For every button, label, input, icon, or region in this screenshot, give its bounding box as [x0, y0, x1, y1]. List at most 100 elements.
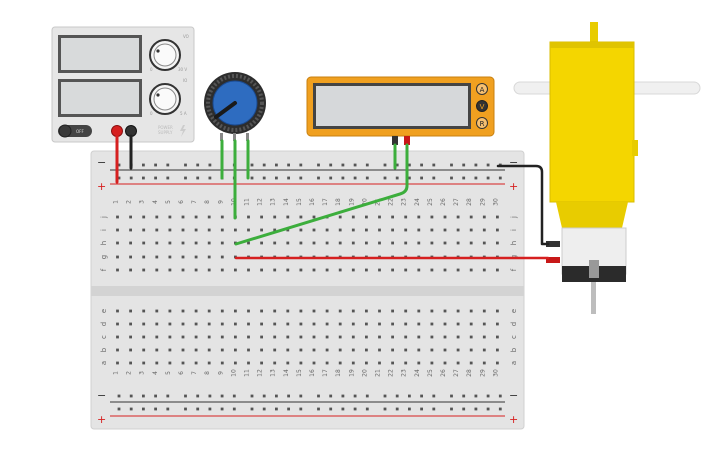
- rail-hole[interactable]: [498, 394, 502, 398]
- terminal-hole[interactable]: [247, 335, 250, 339]
- rail-hole[interactable]: [432, 163, 436, 167]
- rail-hole[interactable]: [250, 394, 254, 398]
- terminal-hole[interactable]: [417, 241, 421, 245]
- terminal-hole[interactable]: [194, 215, 198, 219]
- rail-hole[interactable]: [408, 394, 411, 398]
- terminal-hole[interactable]: [351, 241, 355, 245]
- terminal-hole[interactable]: [142, 241, 146, 245]
- rail-hole[interactable]: [208, 394, 212, 398]
- terminal-hole[interactable]: [391, 228, 394, 232]
- rail-hole[interactable]: [287, 163, 290, 167]
- terminal-hole[interactable]: [142, 335, 146, 339]
- terminal-hole[interactable]: [417, 335, 421, 339]
- rail-hole[interactable]: [420, 176, 423, 180]
- rail-hole[interactable]: [365, 407, 369, 411]
- terminal-hole[interactable]: [430, 361, 434, 365]
- terminal-hole[interactable]: [220, 335, 224, 339]
- rail-hole[interactable]: [486, 176, 490, 180]
- terminal-hole[interactable]: [496, 322, 499, 326]
- terminal-hole[interactable]: [496, 215, 499, 219]
- rail-hole[interactable]: [275, 163, 278, 167]
- terminal-hole[interactable]: [404, 335, 408, 339]
- terminal-hole[interactable]: [496, 335, 499, 339]
- rail-hole[interactable]: [474, 163, 478, 167]
- terminal-hole[interactable]: [378, 335, 381, 339]
- rail-hole[interactable]: [262, 176, 266, 180]
- rail-hole[interactable]: [408, 407, 411, 411]
- terminal-hole[interactable]: [391, 268, 394, 272]
- rail-hole[interactable]: [250, 163, 254, 167]
- terminal-hole[interactable]: [443, 335, 447, 339]
- terminal-hole[interactable]: [155, 322, 159, 326]
- terminal-hole[interactable]: [260, 241, 263, 245]
- terminal-hole[interactable]: [142, 268, 146, 272]
- rail-hole[interactable]: [317, 407, 320, 411]
- rail-hole[interactable]: [117, 176, 121, 180]
- rail-hole[interactable]: [450, 394, 453, 398]
- terminal-hole[interactable]: [456, 215, 460, 219]
- terminal-hole[interactable]: [325, 268, 329, 272]
- terminal-hole[interactable]: [456, 361, 460, 365]
- terminal-hole[interactable]: [155, 348, 159, 352]
- terminal-hole[interactable]: [142, 215, 146, 219]
- potentiometer[interactable]: [204, 72, 266, 141]
- terminal-hole[interactable]: [325, 309, 329, 313]
- terminal-hole[interactable]: [207, 322, 211, 326]
- terminal-hole[interactable]: [129, 268, 132, 272]
- terminal-hole[interactable]: [129, 309, 132, 313]
- terminal-hole[interactable]: [378, 322, 381, 326]
- rail-hole[interactable]: [166, 163, 170, 167]
- terminal-hole[interactable]: [312, 268, 316, 272]
- rail-hole[interactable]: [184, 176, 187, 180]
- terminal-hole[interactable]: [155, 255, 159, 259]
- terminal-hole[interactable]: [168, 268, 172, 272]
- terminal-hole[interactable]: [443, 361, 447, 365]
- terminal-hole[interactable]: [312, 215, 316, 219]
- terminal-hole[interactable]: [338, 215, 342, 219]
- terminal-hole[interactable]: [247, 309, 250, 313]
- terminal-hole[interactable]: [351, 309, 355, 313]
- mode-ohmmeter[interactable]: R: [476, 117, 488, 129]
- terminal-hole[interactable]: [181, 361, 185, 365]
- terminal-hole[interactable]: [286, 215, 290, 219]
- terminal-hole[interactable]: [220, 348, 224, 352]
- terminal-hole[interactable]: [482, 322, 486, 326]
- terminal-hole[interactable]: [220, 241, 224, 245]
- terminal-hole[interactable]: [234, 228, 237, 232]
- terminal-hole[interactable]: [207, 228, 211, 232]
- rail-hole[interactable]: [129, 407, 133, 411]
- terminal-hole[interactable]: [207, 309, 211, 313]
- terminal-hole[interactable]: [378, 268, 381, 272]
- terminal-hole[interactable]: [168, 348, 172, 352]
- terminal-hole[interactable]: [365, 348, 368, 352]
- terminal-hole[interactable]: [247, 228, 250, 232]
- terminal-hole[interactable]: [116, 361, 119, 365]
- rail-hole[interactable]: [341, 407, 345, 411]
- rail-hole[interactable]: [341, 163, 345, 167]
- terminal-hole[interactable]: [299, 348, 303, 352]
- terminal-hole[interactable]: [496, 241, 499, 245]
- terminal-hole[interactable]: [142, 322, 146, 326]
- terminal-hole[interactable]: [312, 361, 316, 365]
- terminal-hole[interactable]: [168, 309, 172, 313]
- rail-hole[interactable]: [498, 407, 502, 411]
- terminal-hole[interactable]: [299, 335, 303, 339]
- terminal-hole[interactable]: [430, 348, 434, 352]
- rail-hole[interactable]: [166, 407, 170, 411]
- terminal-hole[interactable]: [260, 228, 263, 232]
- terminal-hole[interactable]: [155, 335, 159, 339]
- terminal-hole[interactable]: [168, 228, 172, 232]
- terminal-hole[interactable]: [142, 361, 146, 365]
- terminal-hole[interactable]: [417, 361, 421, 365]
- terminal-hole[interactable]: [273, 228, 277, 232]
- terminal-hole[interactable]: [220, 255, 224, 259]
- rail-hole[interactable]: [250, 176, 254, 180]
- terminal-hole[interactable]: [286, 241, 290, 245]
- terminal-hole[interactable]: [378, 241, 381, 245]
- terminal-hole[interactable]: [338, 268, 342, 272]
- rail-hole[interactable]: [432, 407, 436, 411]
- terminal-hole[interactable]: [168, 335, 172, 339]
- rail-hole[interactable]: [317, 176, 320, 180]
